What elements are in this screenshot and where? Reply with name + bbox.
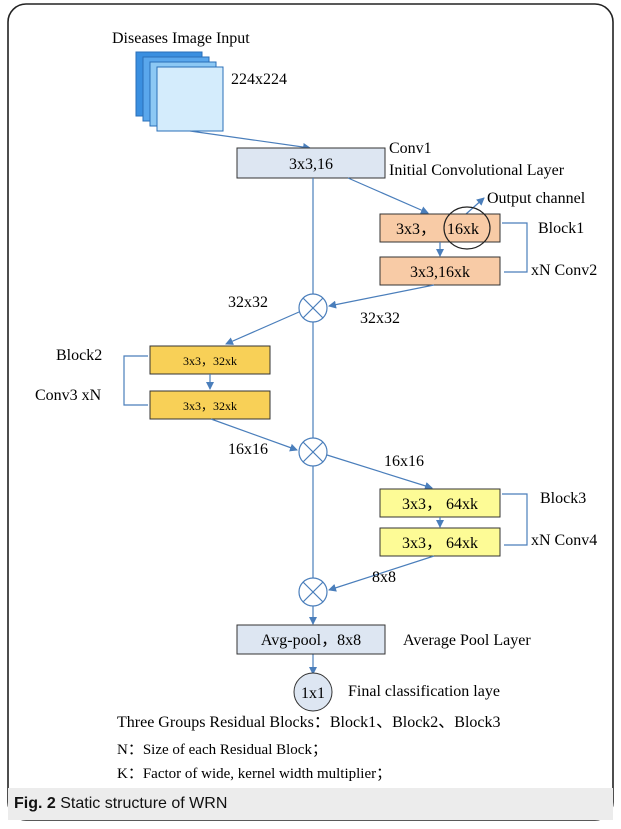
conv1-box-label: 3x3,16 (289, 156, 333, 173)
caption-bar (8, 788, 613, 820)
input-image-stack (135, 51, 224, 132)
avgpool-box (236, 624, 386, 655)
merge-node-2 (298, 437, 328, 467)
avgpool-box-label: Avg-pool，8x8 (261, 632, 361, 649)
final-circle (293, 672, 333, 712)
input-size: 224x224 (231, 71, 287, 88)
note-groups: Three Groups Residual Blocks：Block1、Bloc… (117, 714, 501, 731)
final-circle-label: 1x1 (301, 685, 325, 702)
arrow-block1-merge1 (328, 284, 435, 309)
block2-box-2 (149, 390, 271, 420)
conv1-box (236, 147, 386, 179)
block3-box-2 (379, 527, 501, 557)
block3-box-2-label: 3x3， 64xk (402, 535, 478, 552)
block1-box-1-left: 3x3， (396, 221, 436, 238)
block2-label: Block2 (56, 347, 102, 364)
note-k: K：Factor of wide, kernel width multiplie… (117, 766, 391, 782)
output-channel-highlight (443, 206, 491, 250)
conv1-name: Conv1 (389, 140, 432, 157)
block3-conv-label: xN Conv4 (531, 532, 597, 549)
avgpool-desc: Average Pool Layer (403, 632, 531, 649)
block3-box-1-label: 3x3， 64xk (402, 496, 478, 513)
merge1-size-left: 32x32 (228, 294, 268, 311)
block1-box-2 (379, 256, 501, 286)
output-channel-label: Output channel (487, 190, 586, 207)
block1-label: Block1 (538, 220, 584, 237)
block2-conv-label: Conv3 xN (35, 387, 102, 404)
arrow-merge2-block3 (326, 454, 433, 490)
block2-box-1-label: 3x3，32xk (183, 354, 237, 368)
merge-node-3 (298, 577, 328, 607)
figure-frame (7, 3, 614, 821)
arrow-conv1-block1 (347, 177, 429, 214)
arrow-output-channel (465, 197, 485, 215)
merge-node-1 (298, 293, 328, 323)
note-n: N：Size of each Residual Block； (117, 742, 327, 758)
merge2-size-right: 16x16 (384, 453, 424, 470)
input-title: Diseases Image Input (112, 30, 250, 47)
arrow-block3-merge3 (328, 555, 435, 592)
conv1-desc: Initial Convolutional Layer (389, 162, 565, 179)
block1-bracket (502, 222, 528, 273)
block3-bracket (502, 493, 528, 546)
block2-bracket (123, 355, 148, 406)
merge1-size-right: 32x32 (360, 310, 400, 327)
block1-conv-label: xN Conv2 (531, 262, 597, 279)
arrow-merge1-block2 (225, 311, 300, 345)
final-desc: Final classification laye (348, 683, 500, 700)
caption-prefix: Fig. 2 (14, 795, 56, 812)
merge2-size-left: 16x16 (228, 441, 268, 458)
merge3-size-right: 8x8 (372, 569, 396, 586)
arrow-block2-merge2 (210, 418, 298, 452)
caption-text: Static structure of WRN (55, 795, 228, 812)
block1-box-2-label: 3x3,16xk (410, 264, 470, 281)
figure-caption: Fig. 2 Static structure of WRN (14, 795, 227, 813)
block3-box-1 (379, 488, 501, 518)
arrow-input-conv1 (189, 130, 311, 151)
block2-box-2-label: 3x3，32xk (183, 399, 237, 413)
block3-label: Block3 (540, 490, 586, 507)
block1-box-1-right: 16xk (447, 221, 479, 238)
